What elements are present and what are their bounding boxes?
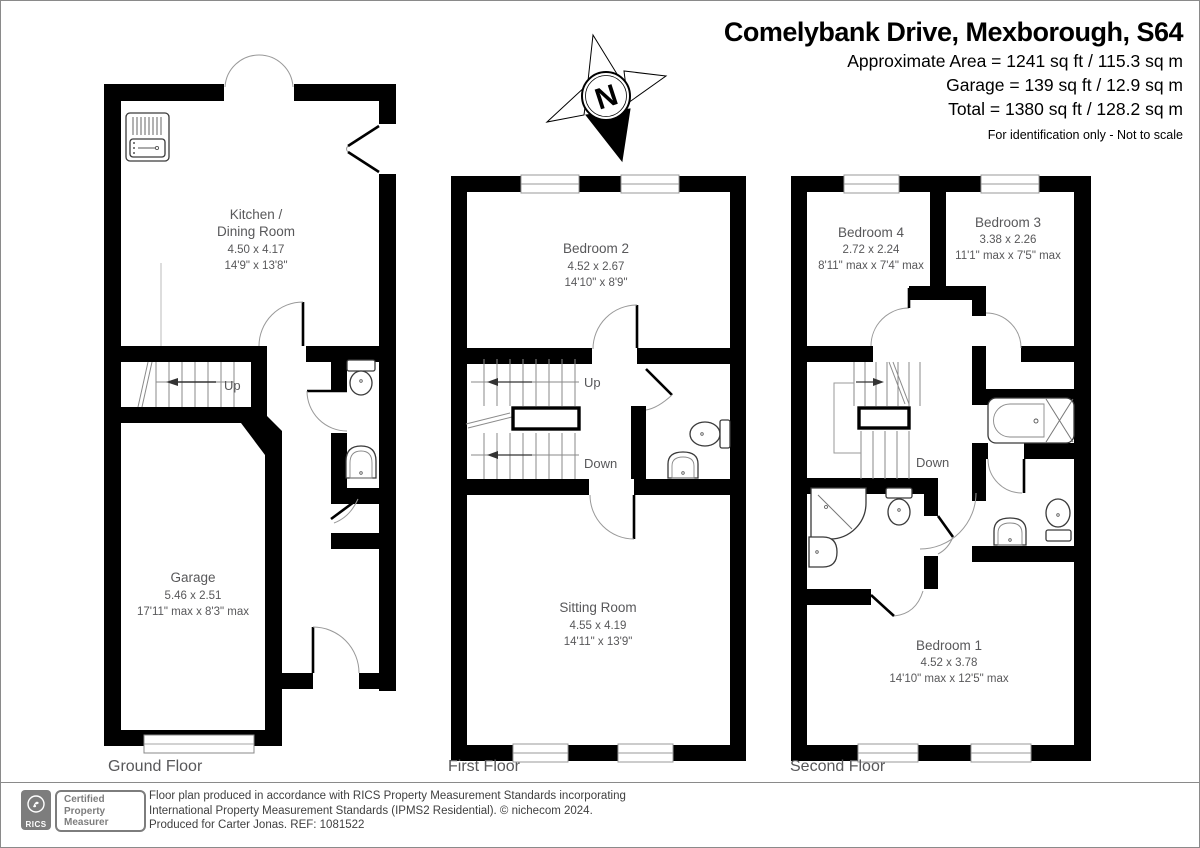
bedroom1-imperial: 14'10" max x 12'5" max (889, 673, 1009, 685)
header: Comelybank Drive, Mexborough, S64 Approx… (723, 17, 1184, 142)
page-title: Comelybank Drive, Mexborough, S64 (723, 17, 1184, 47)
sitting-room-metric: 4.55 x 4.19 (570, 620, 627, 632)
garage-door (143, 734, 255, 754)
bedroom4-door (870, 288, 911, 347)
up-label: Up (224, 378, 241, 393)
bedroom2-door (592, 304, 639, 350)
shower-icon (810, 487, 867, 540)
first-floor-label: First Floor (448, 758, 520, 775)
rics-logo-text: RICS (25, 820, 47, 829)
wc-door (306, 389, 348, 432)
bedroom2-imperial: 14'10" x 8'9" (564, 277, 627, 289)
stair-arrow-icon (166, 378, 178, 386)
sink-icon (808, 536, 838, 568)
footer-line-3: Produced for Carter Jonas. REF: 1081522 (149, 819, 365, 831)
down-label: Down (584, 456, 617, 471)
bedroom3-metric: 3.38 x 2.26 (980, 234, 1037, 246)
wc-door (987, 458, 1026, 494)
footer-disclaimer: Floor plan produced in accordance with R… (149, 789, 626, 833)
ground-floor-label: Ground Floor (108, 758, 203, 775)
shower-room-door (936, 515, 955, 555)
ensuite-toilet-icon (1045, 498, 1072, 542)
toilet-icon (689, 419, 731, 449)
windows (843, 174, 1040, 763)
up-label: Up (584, 375, 601, 390)
sink-icon (345, 445, 377, 479)
footer: RICS Certified Property Measurer Floor p… (1, 782, 1199, 847)
staircase (465, 359, 581, 479)
landing-door (919, 492, 977, 550)
closet-door (330, 497, 359, 524)
stairwell-void (857, 406, 911, 430)
boiler-icon (125, 112, 170, 162)
front-door (311, 626, 360, 674)
double-door (224, 54, 294, 88)
ensuite-sink-icon (993, 517, 1027, 546)
sitting-room-door (589, 494, 636, 540)
second-floor-plan: Bedroom 4 2.72 x 2.24 8'11" max x 7'4" m… (791, 174, 1091, 763)
bathroom-door (645, 368, 673, 411)
second-walls (791, 176, 1091, 761)
north-compass-icon: N (545, 33, 668, 163)
kitchen-door (258, 301, 305, 347)
stairs-up (137, 361, 235, 408)
bedroom4-imperial: 8'11" max x 7'4" max (818, 260, 924, 272)
certified-property-measurer-badge: Certified Property Measurer (55, 790, 146, 832)
bedroom4-label: Bedroom 4 (838, 225, 905, 240)
bedroom2-label: Bedroom 2 (563, 241, 629, 256)
footer-line-1: Floor plan produced in accordance with R… (149, 790, 626, 802)
garage-imperial: 17'11" max x 8'3" max (137, 606, 249, 618)
bedroom2-metric: 4.52 x 2.67 (568, 261, 625, 273)
total-area: Total = 1380 sq ft / 128.2 sq m (948, 99, 1183, 119)
bedroom3-label: Bedroom 3 (975, 215, 1041, 230)
bathtub-icon (987, 397, 1075, 444)
kitchen-metric: 4.50 x 4.17 (228, 244, 285, 256)
bedroom1-label: Bedroom 1 (916, 638, 982, 653)
badge-line: Measurer (64, 817, 109, 828)
ground-floor-plan: Kitchen / Dining Room 4.50 x 4.17 14'9" … (104, 54, 396, 754)
approximate-area: Approximate Area = 1241 sq ft / 115.3 sq… (847, 51, 1183, 71)
toilet-icon (885, 487, 913, 526)
ground-walls (104, 84, 396, 746)
second-floor-label: Second Floor (790, 758, 886, 775)
toilet-icon (346, 359, 376, 396)
kitchen-label: Kitchen / (230, 207, 283, 222)
bedroom4-metric: 2.72 x 2.24 (843, 244, 901, 256)
kitchen-imperial: 14'9" x 13'8" (224, 260, 287, 272)
sitting-room-imperial: 14'11" x 13'9" (564, 636, 633, 648)
disclaimer: For identification only - Not to scale (987, 128, 1183, 142)
garage-label: Garage (170, 570, 215, 585)
footer-line-2: International Property Measurement Stand… (149, 804, 593, 817)
sink-icon (667, 451, 699, 479)
first-floor-plan: Bedroom 2 4.52 x 2.67 14'10" x 8'9" Sitt… (451, 174, 746, 763)
rics-lion-icon (27, 795, 45, 813)
bedroom3-door (985, 312, 1022, 349)
stairwell-void (511, 406, 581, 431)
sitting-room-label: Sitting Room (559, 600, 636, 615)
garage-area: Garage = 139 sq ft / 12.9 sq m (946, 75, 1183, 95)
bifold-door (346, 124, 380, 174)
bedroom3-imperial: 11'1" max x 7'5" max (955, 250, 1061, 262)
down-label: Down (916, 455, 949, 470)
bedroom1-door (870, 590, 924, 617)
badge-line: Certified (64, 794, 105, 805)
staircase (833, 361, 921, 479)
windows (512, 174, 680, 763)
kitchen-label-2: Dining Room (217, 224, 295, 239)
badge-line: Property (64, 805, 106, 817)
garage-metric: 5.46 x 2.51 (165, 590, 222, 602)
rics-logo: RICS (21, 790, 51, 830)
bedroom1-metric: 4.52 x 3.78 (921, 657, 978, 669)
